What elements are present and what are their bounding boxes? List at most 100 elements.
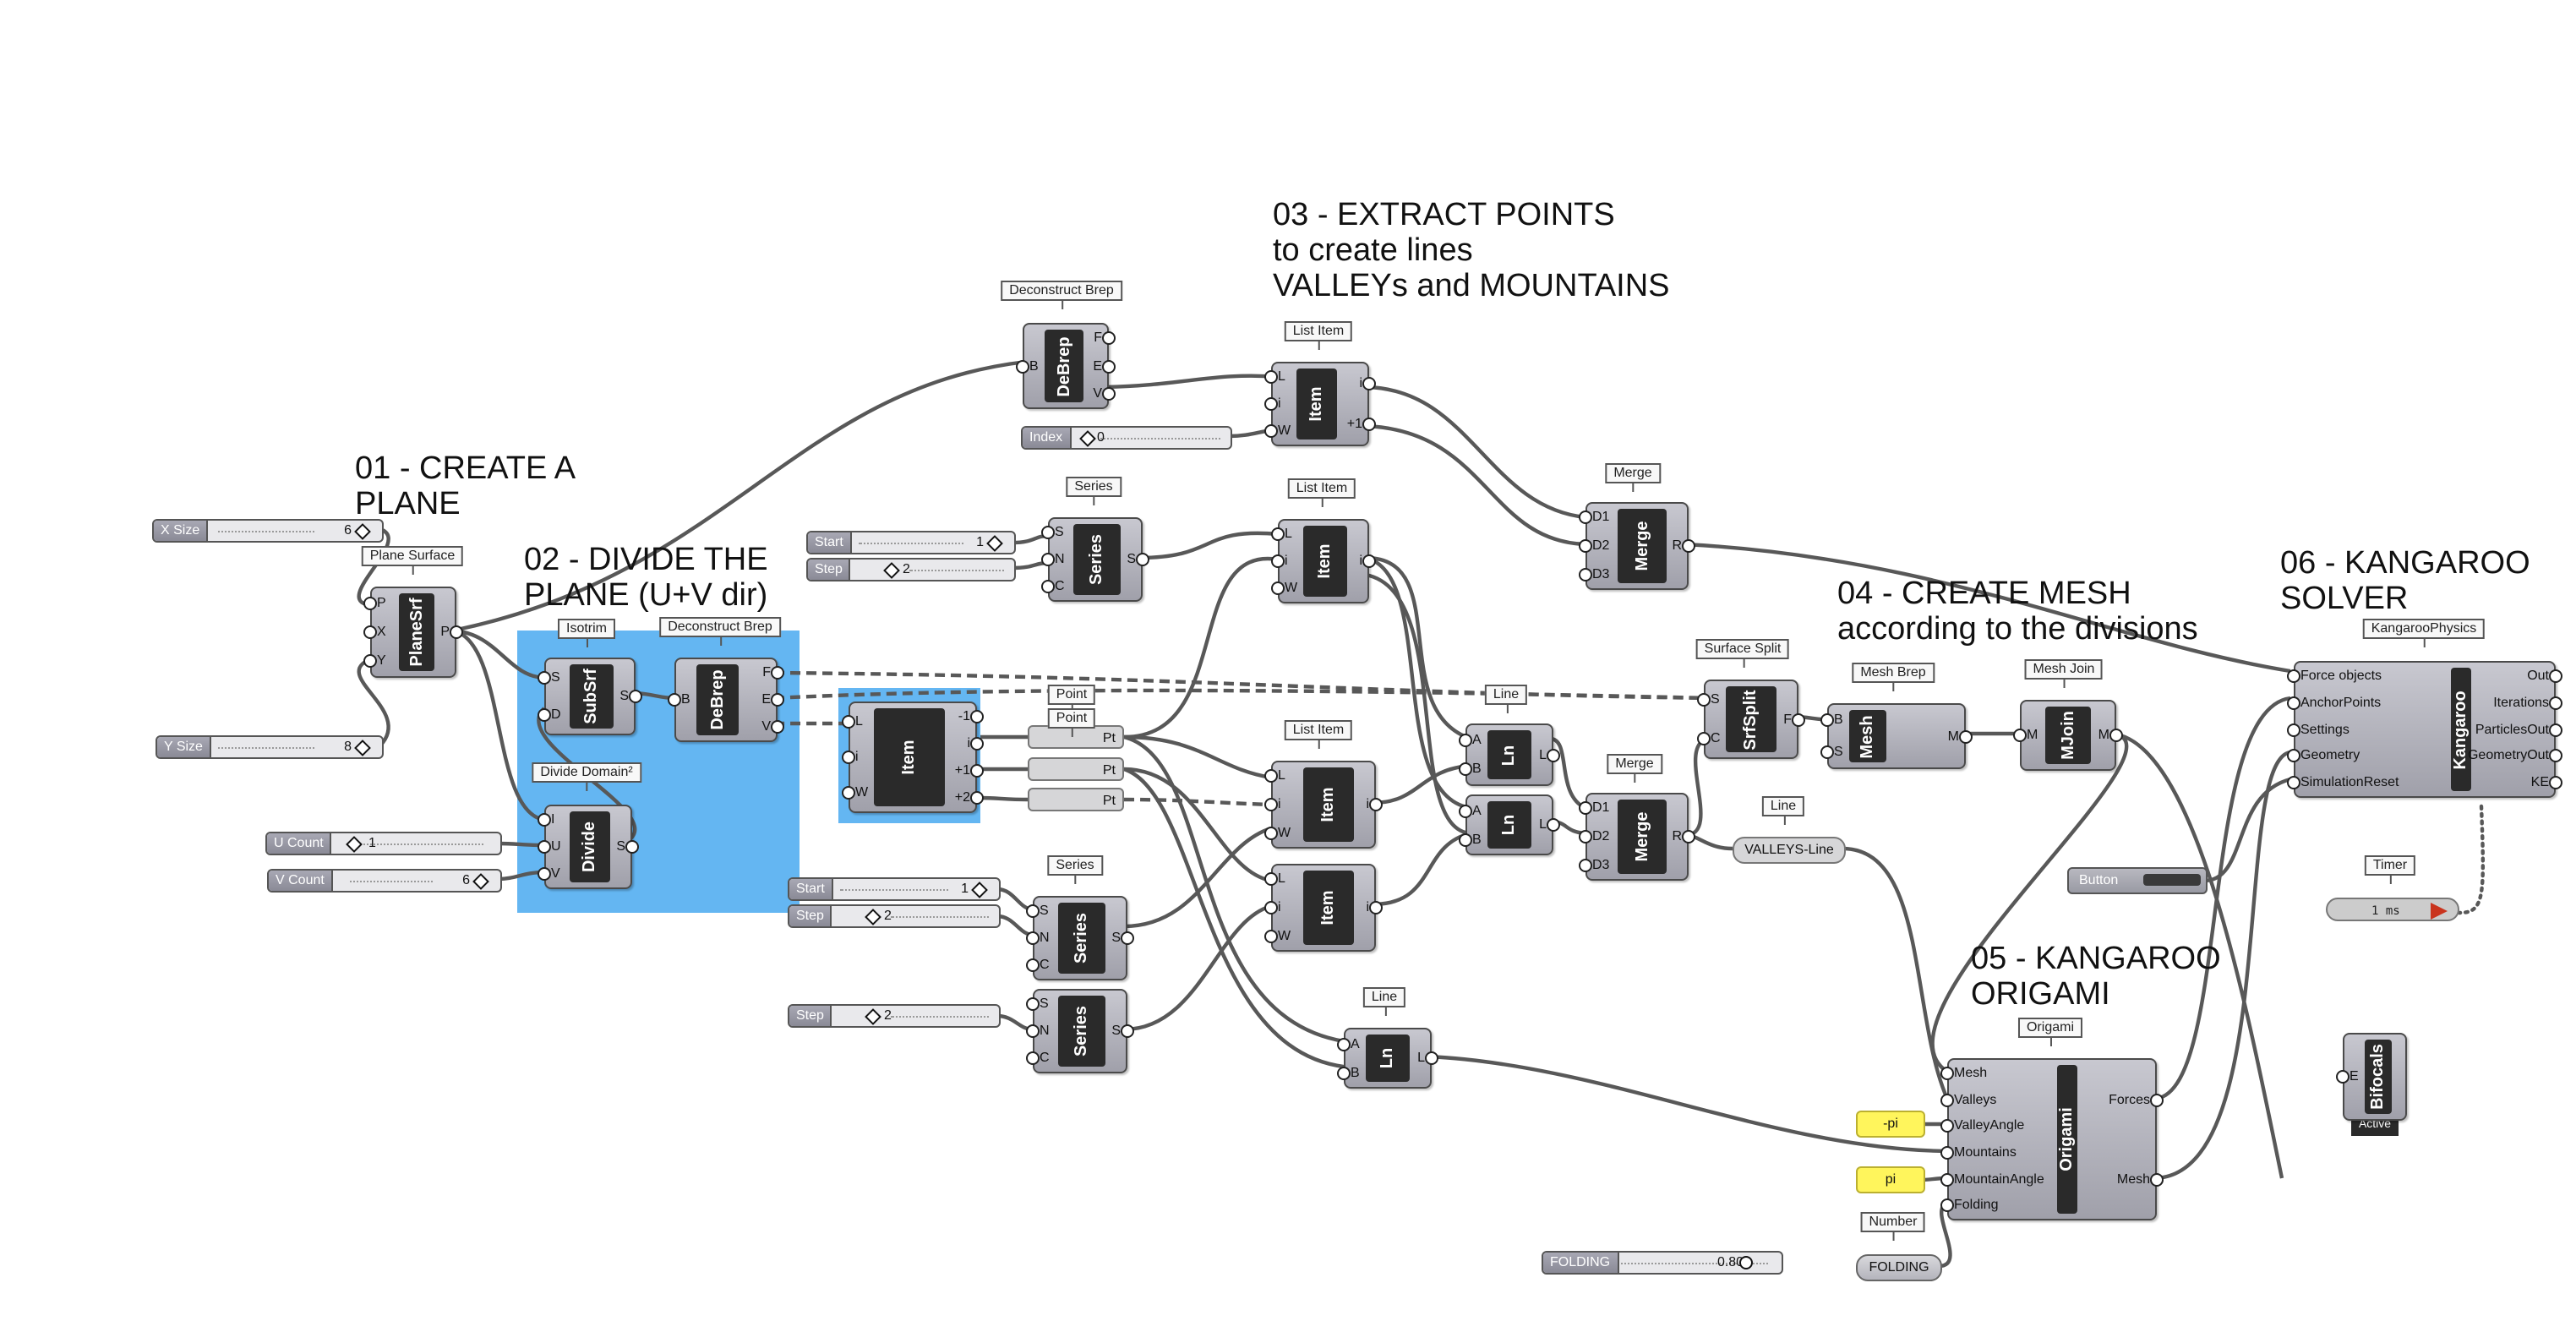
input-grip[interactable] (1940, 1172, 1954, 1186)
input-grip[interactable] (2287, 749, 2300, 763)
input-grip[interactable] (1271, 527, 1285, 541)
output-param[interactable]: F (762, 664, 771, 680)
input-param[interactable]: D1 (1592, 800, 1610, 816)
input-grip[interactable] (1940, 1066, 1954, 1080)
input-param[interactable]: B (1834, 712, 1843, 728)
input-grip[interactable] (1820, 745, 1834, 759)
output-param[interactable]: +2 (954, 789, 970, 805)
input-param[interactable]: L (1278, 369, 1285, 384)
input-param[interactable]: SimulationReset (2300, 774, 2399, 790)
output-param[interactable]: S (1111, 1023, 1121, 1038)
output-grip[interactable] (1425, 1051, 1438, 1065)
slider-knob[interactable] (986, 535, 1003, 552)
input-grip[interactable] (2013, 729, 2027, 742)
input-param[interactable]: i (1278, 396, 1281, 411)
point-container[interactable]: Pt (1028, 725, 1124, 749)
output-grip[interactable] (771, 693, 784, 707)
output-grip[interactable] (1547, 748, 1560, 762)
slider-knob[interactable] (1079, 430, 1096, 447)
input-param[interactable]: A (1472, 802, 1482, 817)
input-grip[interactable] (842, 751, 855, 764)
input-grip[interactable] (1271, 581, 1285, 595)
input-param[interactable]: S (1834, 743, 1843, 759)
input-param[interactable]: B (1351, 1064, 1360, 1079)
output-grip[interactable] (970, 737, 984, 751)
point-container[interactable]: Pt (1028, 757, 1124, 781)
output-grip[interactable] (771, 720, 784, 734)
output-param[interactable]: S (616, 838, 625, 854)
output-param[interactable]: F (1094, 330, 1102, 346)
input-grip[interactable] (1264, 872, 1278, 887)
input-grip[interactable] (1579, 539, 1592, 553)
output-grip[interactable] (1547, 818, 1560, 832)
input-param[interactable]: ValleyAngle (1954, 1117, 2025, 1133)
input-param[interactable]: L (1278, 767, 1285, 783)
input-param[interactable]: L (1285, 526, 1292, 541)
input-param[interactable]: S (1711, 691, 1720, 707)
output-param[interactable]: E (1093, 358, 1102, 373)
input-grip[interactable] (1041, 580, 1055, 593)
input-param[interactable]: C (1055, 578, 1065, 593)
play-arrow-icon[interactable] (2431, 903, 2448, 920)
input-param[interactable]: P (377, 594, 386, 610)
input-grip[interactable] (1459, 733, 1472, 747)
output-grip[interactable] (1136, 553, 1149, 566)
output-param[interactable]: P (440, 624, 450, 639)
slider-knob[interactable] (472, 873, 489, 890)
output-grip[interactable] (1362, 554, 1376, 568)
output-grip[interactable] (1682, 830, 1695, 843)
input-param[interactable]: W (1278, 423, 1291, 438)
input-grip[interactable] (2287, 723, 2300, 736)
output-param[interactable]: L (1417, 1050, 1425, 1065)
input-param[interactable]: S (1055, 524, 1064, 539)
input-param[interactable]: i (1278, 899, 1281, 914)
output-grip[interactable] (2549, 723, 2562, 736)
output-param[interactable]: Out (2527, 667, 2549, 683)
expression-pi[interactable]: pi (1856, 1166, 1925, 1193)
input-param[interactable]: i (1285, 553, 1288, 568)
output-grip[interactable] (1369, 901, 1383, 914)
input-grip[interactable] (1697, 693, 1711, 707)
input-grip[interactable] (363, 596, 377, 610)
input-grip[interactable] (1940, 1093, 1954, 1106)
output-param[interactable]: F (1783, 711, 1792, 726)
input-param[interactable]: AnchorPoints (2300, 694, 2382, 710)
timer[interactable]: 1 ms (2326, 898, 2459, 921)
input-grip[interactable] (1026, 904, 1040, 918)
input-grip[interactable] (1337, 1037, 1351, 1051)
input-param[interactable]: MountainAngle (1954, 1171, 2044, 1186)
input-param[interactable]: B (681, 691, 690, 707)
output-param[interactable]: Forces (2109, 1091, 2150, 1106)
output-grip[interactable] (1121, 1024, 1134, 1038)
output-grip[interactable] (2549, 669, 2562, 683)
input-param[interactable]: Mountains (1954, 1144, 2017, 1160)
input-grip[interactable] (1041, 526, 1055, 539)
input-param[interactable]: D1 (1592, 509, 1610, 525)
output-param[interactable]: +1 (1346, 416, 1362, 431)
input-grip[interactable] (1264, 901, 1278, 914)
input-param[interactable]: i (1278, 796, 1281, 811)
input-param[interactable]: D2 (1592, 538, 1610, 553)
output-grip[interactable] (2549, 776, 2562, 790)
input-param[interactable]: I (551, 811, 555, 827)
input-grip[interactable] (1579, 858, 1592, 872)
input-grip[interactable] (1041, 553, 1055, 566)
